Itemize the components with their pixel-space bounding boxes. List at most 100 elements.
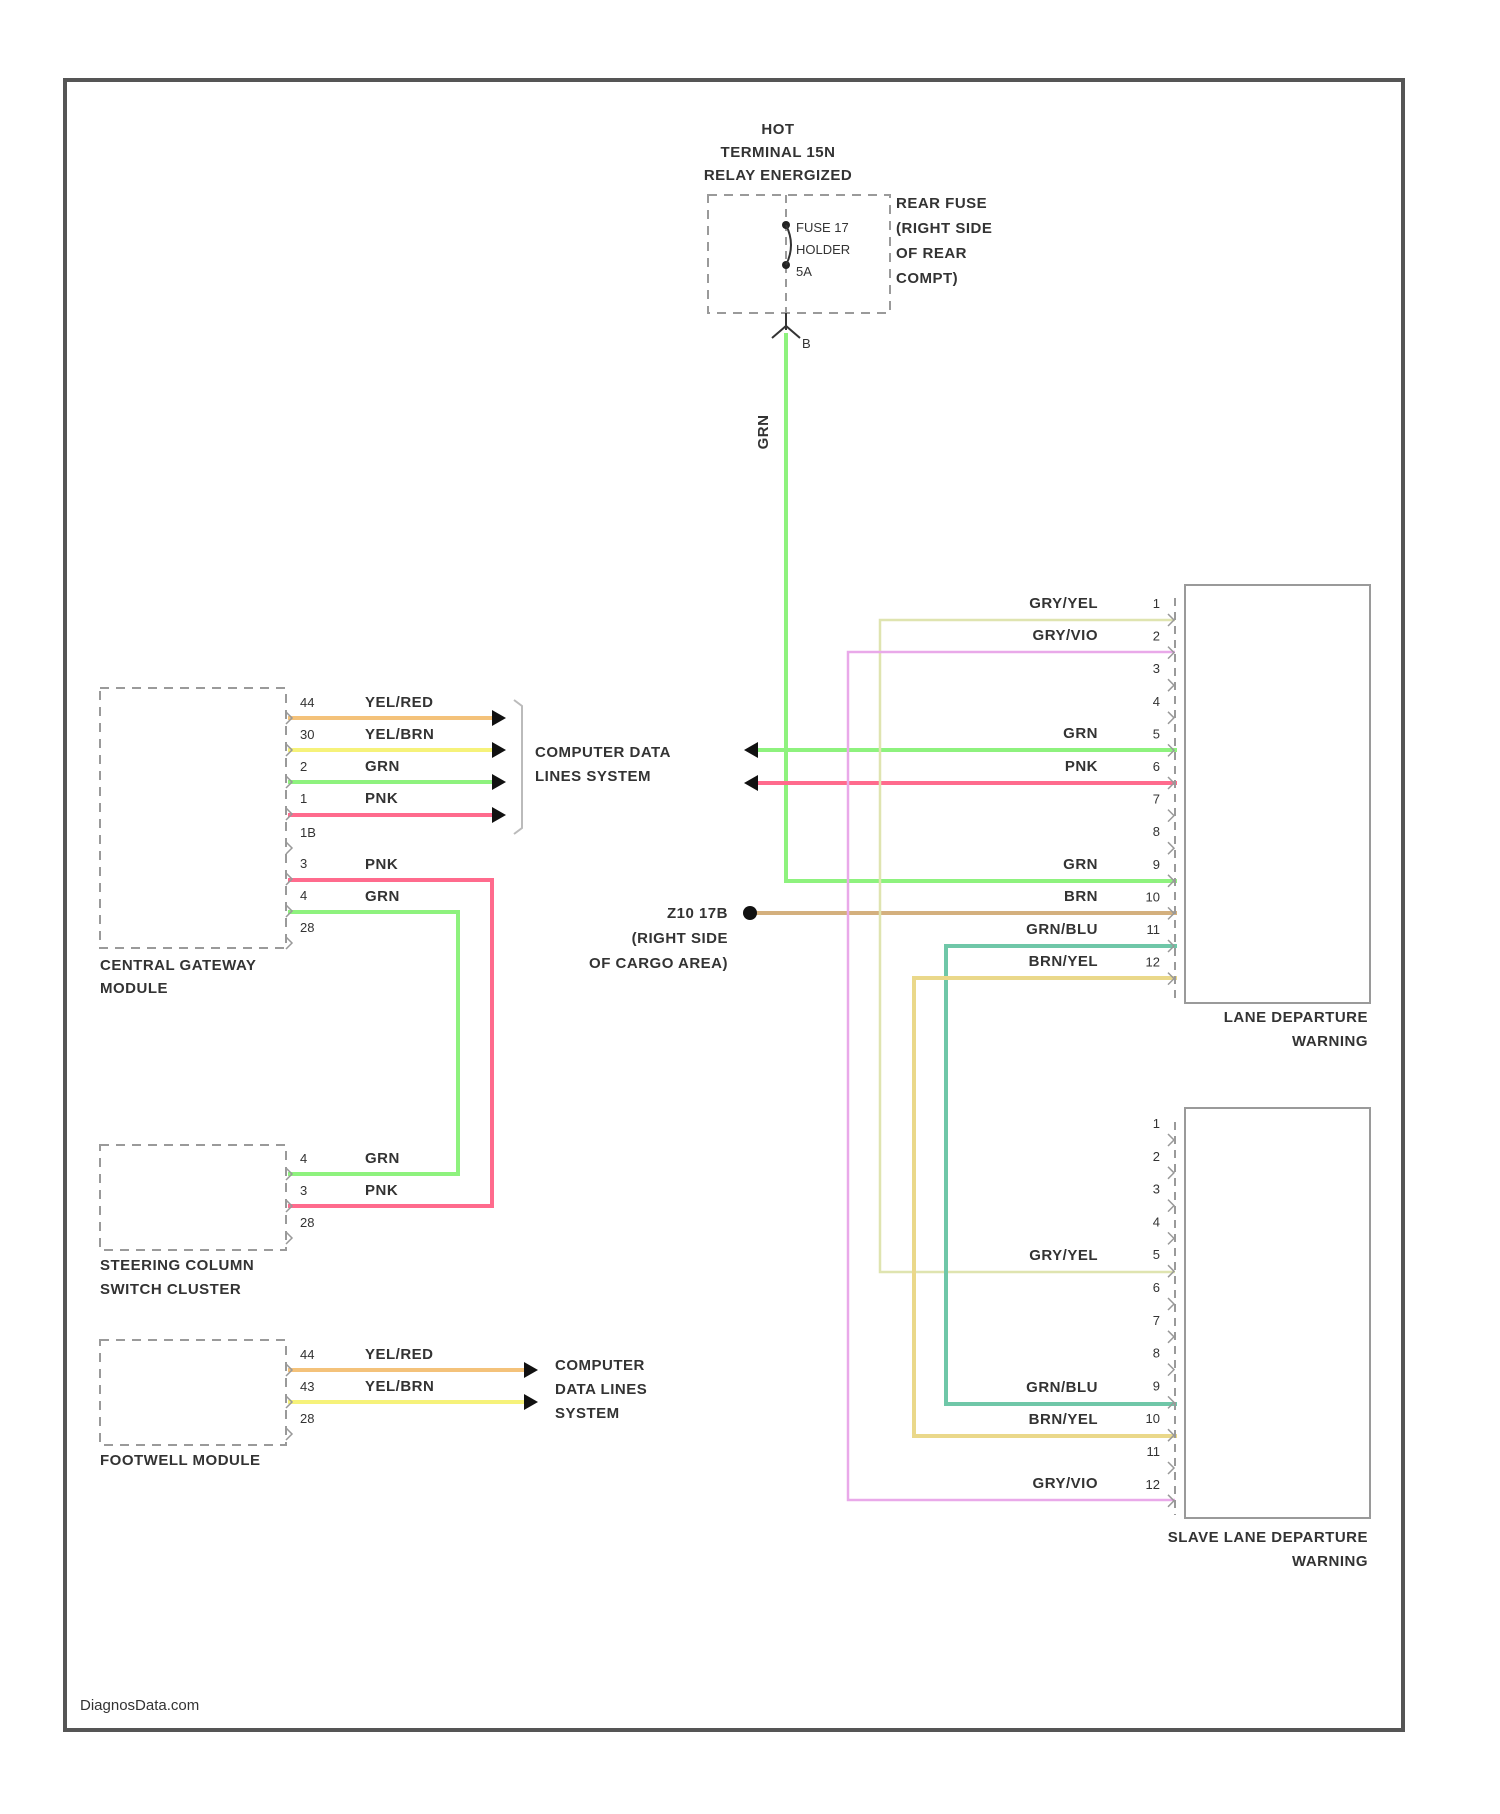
steering-pin-label: 4 [300,1151,307,1166]
slave-pin-tick [1168,1134,1174,1146]
slave-pin-tick [1168,1364,1174,1376]
ldw-pin-label: 2 [1153,629,1160,644]
cgm-pin-label: 2 [300,759,307,774]
ldw-wire-label: BRN [1064,888,1098,905]
fuse-label-line1: FUSE 17 [796,220,849,235]
ldw-pin-label: 8 [1153,824,1160,839]
cgm-wire-label: YEL/BRN [365,726,434,743]
ldw-pin-label: 6 [1153,759,1160,774]
slave-lane-departure-pins: 123456789101112 [1146,1116,1174,1507]
cgm-wire-label: GRN [365,758,400,775]
ldw-wire-label: GRN/BLU [1026,921,1098,938]
slave-pin-label: 4 [1153,1214,1160,1229]
connector-arrowheads [492,710,758,1410]
steering-pin-label: 28 [300,1215,314,1230]
arrow-cgm-1 [492,807,506,823]
ldw-wire-label: GRN [1063,856,1098,873]
slave-pin-label: 9 [1153,1378,1160,1393]
steering-name-1: STEERING COLUMN [100,1257,254,1274]
footwell-module-box [100,1340,286,1445]
ldw-pin-tick [1168,810,1174,822]
rear-fuse-line3: OF REAR [896,245,967,262]
fuse-label-line2: HOLDER [796,242,850,257]
wire-grn-blu-link [946,946,1175,1404]
slave-pin-tick [1168,1232,1174,1244]
wire-brn-yel-link [914,978,1175,1436]
cgm-wire-label: PNK [365,790,398,807]
slave-pin-label: 8 [1153,1346,1160,1361]
arrow-footwell-44 [524,1362,538,1378]
cgm-pin-label: 44 [300,695,314,710]
slave-pin-label: 3 [1153,1182,1160,1197]
ldw-pin-label: 11 [1147,922,1161,937]
wire-grn-fuse-to-ldw [786,335,1175,881]
cgm-pin-label: 4 [300,888,307,903]
ldw-wire-label: BRN/YEL [1029,953,1098,970]
z10-line2: (RIGHT SIDE [632,930,728,947]
rear-fuse-line4: COMPT) [896,270,958,287]
cgm-pin-label: 30 [300,727,314,742]
lane-departure-pins: 123456789101112 [1146,596,1174,985]
slave-wire-label: GRY/VIO [1033,1475,1098,1492]
ldw-pin-label: 1 [1153,596,1160,611]
wire-gry-vio-link [848,652,1175,1500]
central-gateway-name-1: CENTRAL GATEWAY [100,957,256,974]
slave-pin-label: 12 [1146,1477,1160,1492]
ldw-pin-label: 3 [1153,661,1160,676]
slave-pin-label: 2 [1153,1149,1160,1164]
cgm-wire-label: PNK [365,856,398,873]
cgm-wire-label: YEL/RED [365,694,434,711]
rear-fuse-line1: REAR FUSE [896,195,987,212]
steering-name-2: SWITCH CLUSTER [100,1281,241,1298]
cdl-bottom-line3: SYSTEM [555,1405,620,1422]
cgm-wire-label: GRN [365,888,400,905]
ldw-pin-tick [1168,712,1174,724]
ldw-name-2: WARNING [1292,1033,1368,1050]
footwell-pin-label: 43 [300,1379,314,1394]
ldw-pin-label: 12 [1146,955,1160,970]
arrow-footwell-43 [524,1394,538,1410]
arrow-cgm-44 [492,710,506,726]
arrow-cgm-2 [492,774,506,790]
central-gateway-module-box [100,688,286,948]
central-gateway-wire-labels: YEL/RED YEL/BRN GRN PNK PNK GRN [365,694,434,905]
footwell-name: FOOTWELL MODULE [100,1452,261,1469]
slave-pin-tick [1168,1298,1174,1310]
ldw-pin-label: 10 [1146,889,1160,904]
steering-wire-label: PNK [365,1182,398,1199]
ldw-pin-label: 5 [1153,726,1160,741]
ground-dot-z10 [743,906,757,920]
footwell-pin-label: 28 [300,1411,314,1426]
slave-name-1: SLAVE LANE DEPARTURE [1168,1529,1368,1546]
hot-label-line2: TERMINAL 15N [721,144,836,161]
diagram-frame [65,80,1403,1730]
central-gateway-name-2: MODULE [100,980,168,997]
slave-lane-departure-box [1185,1108,1370,1518]
slave-wire-label: GRN/BLU [1026,1379,1098,1396]
ldw-pin-label: 7 [1153,792,1160,807]
ldw-pin-label: 9 [1153,857,1160,872]
slave-pin-label: 1 [1153,1116,1160,1131]
cgm-pin-label: 1 [300,791,307,806]
wire-cgm-steering-grn [290,912,458,1174]
footwell-wire-label: YEL/BRN [365,1378,434,1395]
cgm-pin-tick [286,842,292,854]
cgm-pin-label: 1B [300,825,316,840]
cgm-pin-label: 28 [300,920,314,935]
ldw-pin-label: 4 [1153,694,1160,709]
slave-wire-label: BRN/YEL [1029,1411,1098,1428]
slave-lane-departure-wire-labels: GRY/YEL GRN/BLU BRN/YEL GRY/VIO [1026,1247,1098,1492]
ldw-wire-label: GRY/YEL [1029,595,1098,612]
z10-line3: OF CARGO AREA) [589,955,728,972]
ldw-name-1: LANE DEPARTURE [1224,1009,1368,1026]
arrow-cgm-30 [492,742,506,758]
ldw-wire-label: GRN [1063,725,1098,742]
slave-pin-tick [1168,1167,1174,1179]
slave-wire-label: GRY/YEL [1029,1247,1098,1264]
lane-departure-warning-box [1185,585,1370,1003]
slave-name-2: WARNING [1292,1553,1368,1570]
fuse-pin-label: B [802,336,811,351]
